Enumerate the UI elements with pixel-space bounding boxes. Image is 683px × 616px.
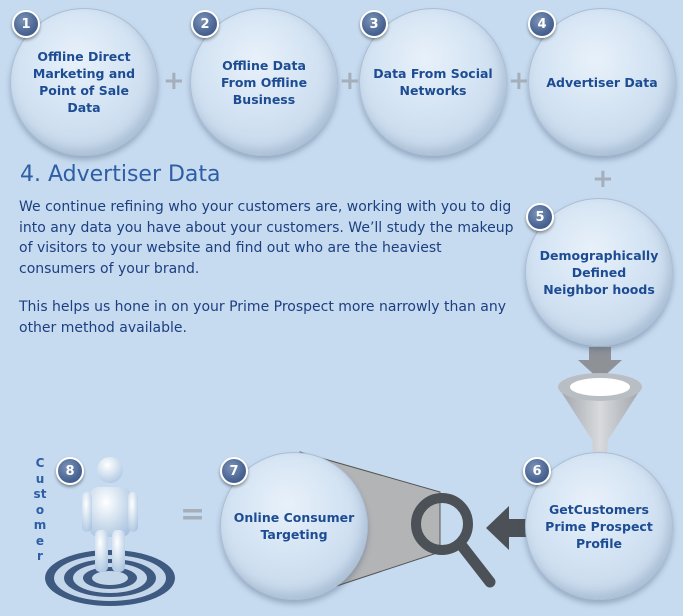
step-4-circle: Advertiser Data [528,8,676,156]
step-4-label: Advertiser Data [546,74,658,90]
step-3-label: Data From Social Networks [373,66,493,98]
step-1-badge: 1 [12,10,40,38]
funnel-icon [558,373,642,466]
arrow-left-icon [486,506,526,550]
plus-3-4: + [508,66,530,96]
step-5-badge: 5 [526,203,554,231]
arrow-down-icon [578,347,622,380]
step-3-badge: 3 [360,10,388,38]
target-rings-icon [45,550,175,606]
step-6-badge: 6 [523,457,551,485]
customer-label: Customer [33,456,47,563]
section-paragraph-1: We continue refining who your customers … [19,199,514,277]
step-3-circle: Data From Social Networks [359,8,507,156]
step-6-label: GetCustomers Prime Prospect Profile [545,501,653,551]
person-icon [82,457,138,572]
section-paragraph-2: This helps us hone in on your Prime Pros… [19,299,507,336]
plus-2-3: + [339,66,361,96]
step-1-label: Offline Direct Marketing and Point of Sa… [32,49,136,115]
step-8-badge: 8 [56,457,84,485]
step-4-badge: 4 [528,10,556,38]
step-7-badge: 7 [220,457,248,485]
plus-1-2: + [163,66,185,96]
step-7-label: Online Consumer Targeting [233,510,355,542]
magnifier-icon [411,493,496,588]
step-2-label: Offline Data From Offline Business [220,57,308,107]
step-5-label: Demographically Defined Neighbor hoods [539,247,659,297]
section-title: 4. Advertiser Data [20,162,221,187]
plus-4-5: + [592,164,614,194]
step-2-badge: 2 [191,10,219,38]
equals-sign: = [180,497,206,532]
